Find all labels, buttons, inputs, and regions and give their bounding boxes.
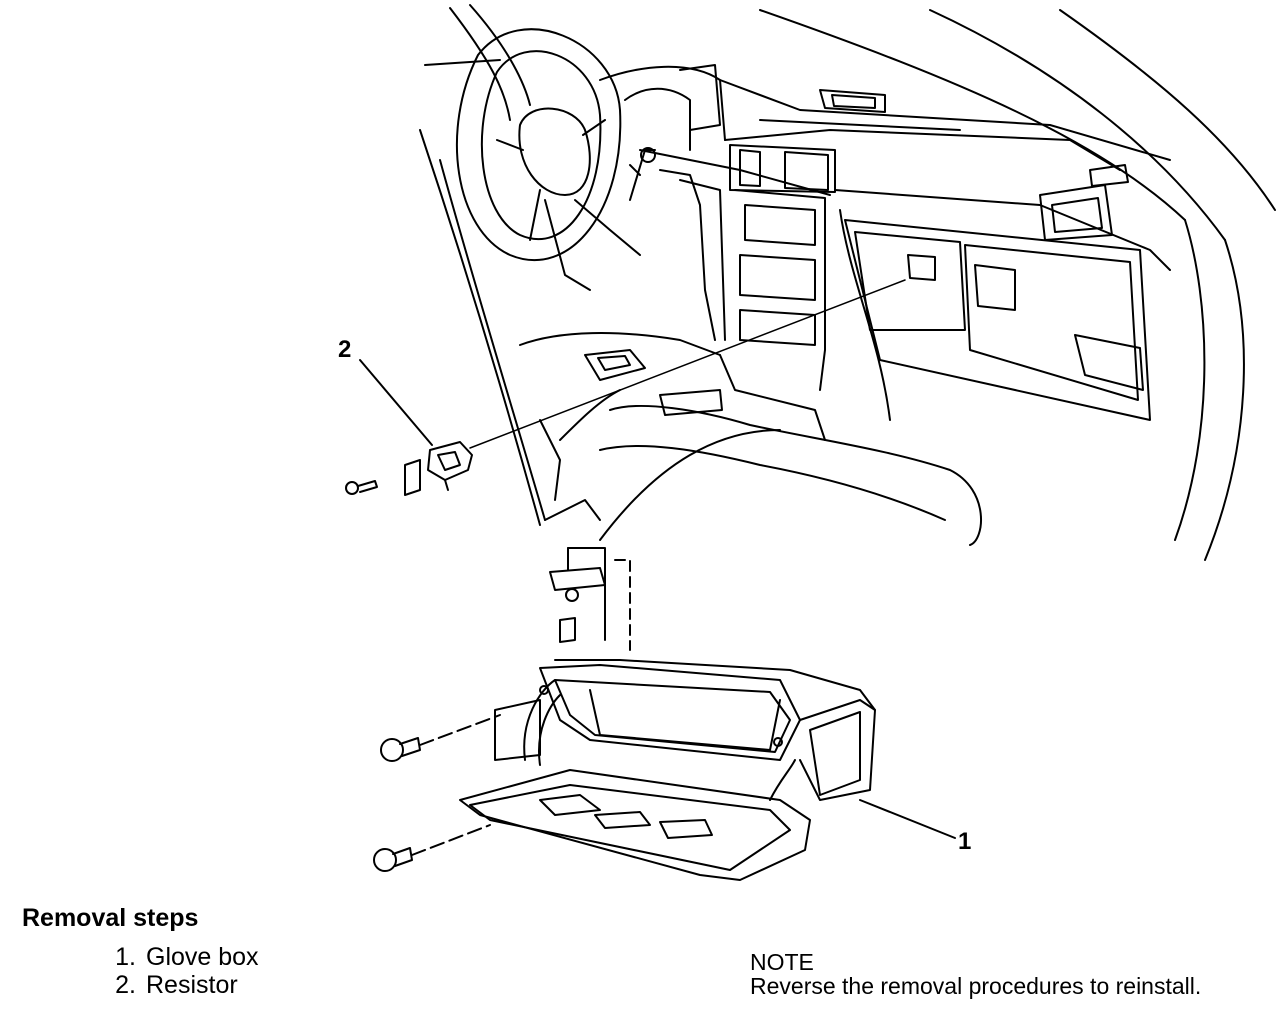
glove-box-opening [839,209,1151,421]
a-pillar-lines [424,4,1276,561]
removal-step: 1. Glove box [104,943,259,972]
callout-glove-box: 1 [958,828,972,855]
callout-resistor: 2 [338,336,352,363]
note-text: Reverse the removal procedures to reinst… [750,973,1202,999]
removal-step: 2. Resistor [104,971,238,1000]
floor-and-seat [419,129,982,546]
step-label: Resistor [146,971,238,999]
exploded-view-diagram [345,4,1276,881]
note-title: NOTE [750,949,814,975]
steering-wheel [455,28,641,291]
dashboard [599,64,1171,391]
step-label: Glove box [146,943,259,971]
step-number: 2. [115,971,136,999]
glove-box-part [459,547,956,881]
resistor-part [345,279,906,496]
step-number: 1. [115,943,136,971]
removal-steps-title: Removal steps [22,904,199,932]
glove-box-screws [373,714,501,872]
